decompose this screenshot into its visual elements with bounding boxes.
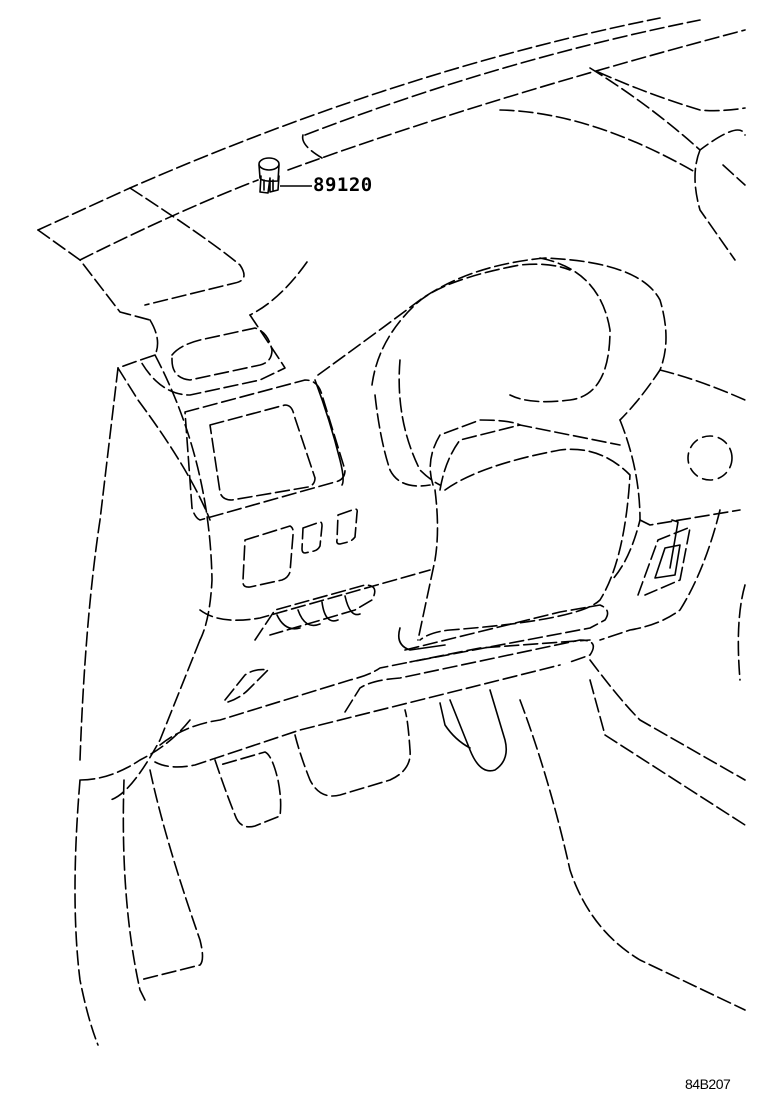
right-pillar-line: [694, 149, 736, 261]
dash-left-end: [37, 229, 151, 321]
center-display-bezel: [184, 379, 346, 521]
center-console-line: [519, 699, 746, 1011]
right-floor-line: [589, 659, 746, 781]
sensor-clip-icon: [258, 157, 280, 194]
dash-right-vent-line: [589, 67, 746, 151]
shroud-left-edge: [417, 489, 439, 641]
dash-right-panel: [597, 71, 746, 112]
left-knee-panel-edge: [109, 639, 201, 801]
left-dash-outline: [79, 367, 119, 761]
figure-code: 84B207: [685, 1076, 731, 1092]
left-vent-curve: [249, 261, 308, 316]
cluster-hood-inner-left: [371, 263, 571, 386]
lower-trim-panel: [344, 639, 595, 713]
dash-right-surface: [659, 369, 746, 401]
shroud-bottom-curve: [397, 627, 446, 651]
right-dash-lower: [599, 509, 721, 641]
dash-top-line-left: [79, 179, 259, 261]
knee-bolster-top: [159, 639, 591, 746]
upper-left-vent: [171, 327, 273, 381]
windshield-edge-outer: [37, 17, 661, 231]
right-vent-louvers: [654, 519, 681, 579]
right-edge-curve: [737, 584, 746, 681]
center-stack-left-curve: [154, 354, 213, 641]
steering-shroud: [419, 448, 631, 641]
right-knob: [687, 435, 733, 481]
defroster-corner: [301, 134, 323, 159]
dash-top-line-right: [287, 29, 746, 171]
lower-dash-bottom: [154, 664, 561, 768]
right-vent-top: [639, 509, 741, 526]
cluster-hood-inner-right: [509, 257, 611, 403]
brake-pedal: [294, 709, 411, 797]
brake-pedal-left: [214, 751, 282, 828]
dash-left-panel: [129, 187, 245, 306]
cluster-face-left: [398, 359, 441, 486]
steering-column-upper: [439, 424, 521, 491]
cluster-face-left-outer: [374, 394, 431, 487]
dash-mid-curve: [499, 109, 696, 173]
right-vent-bezel: [637, 527, 691, 596]
lower-left-vent-louvers: [276, 595, 361, 630]
accelerator-pedal: [439, 689, 508, 772]
right-floor-kick: [589, 679, 746, 826]
center-stack-left-edge: [117, 367, 211, 521]
steering-column-top: [429, 419, 621, 486]
center-stack-bottom: [199, 569, 431, 621]
left-kick-panel: [139, 769, 204, 981]
right-vent-corner: [722, 164, 746, 186]
display-side-line: [314, 379, 344, 486]
cluster-hood-left: [139, 314, 286, 396]
left-floor-line-b: [74, 779, 99, 1046]
left-floor-line-a: [122, 779, 146, 1001]
windshield-edge-inner: [304, 19, 701, 136]
lower-left-vent-bezel: [254, 584, 376, 641]
part-number-callout[interactable]: 89120: [313, 174, 373, 196]
switch-small-2: [336, 508, 359, 545]
cluster-hood-outer: [317, 257, 667, 421]
center-display-screen: [209, 404, 316, 501]
switch-small-1: [301, 521, 323, 554]
switch-block-large: [242, 525, 294, 588]
lower-trim-strip: [404, 604, 609, 663]
small-switch-lower: [224, 668, 269, 703]
lower-left-dash-curve: [79, 719, 191, 781]
left-vent-edge: [117, 319, 159, 369]
